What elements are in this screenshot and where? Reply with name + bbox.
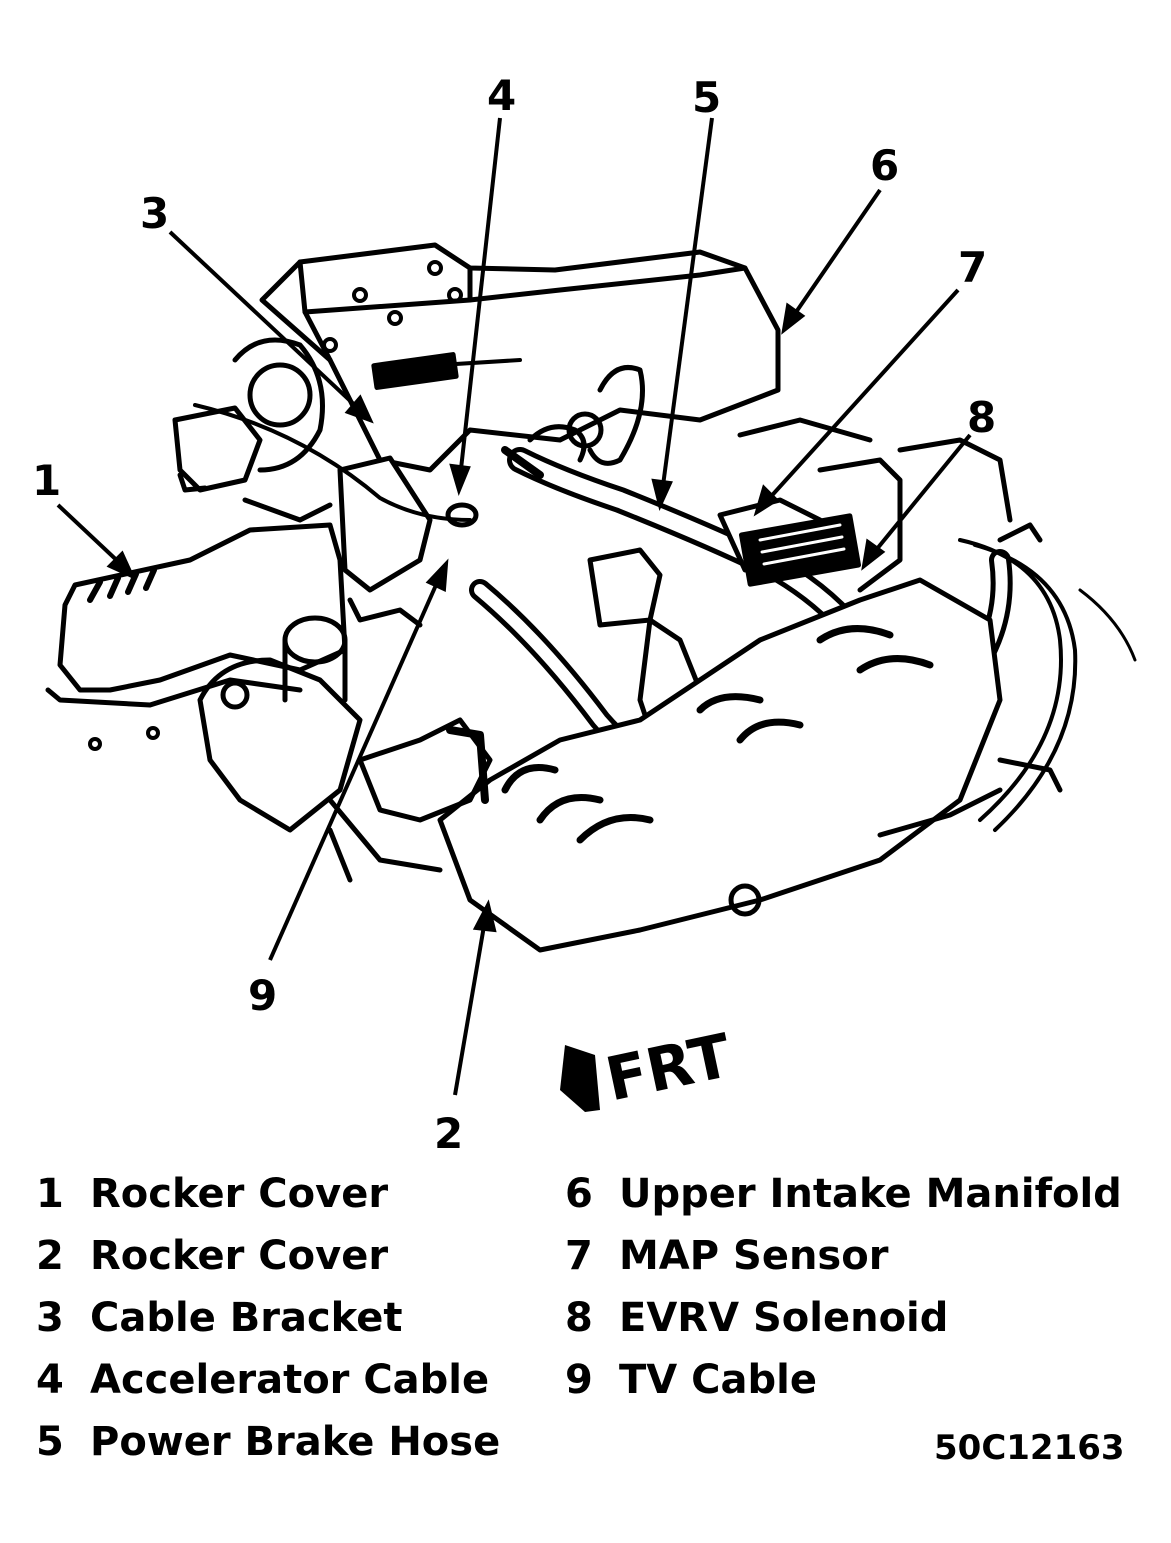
upper-intake-manifold-shape xyxy=(259,242,781,473)
plenum-bolt xyxy=(322,337,338,353)
legend-number: 6 xyxy=(565,1171,593,1217)
legend-label: Upper Intake Manifold xyxy=(619,1171,1122,1217)
plenum-bolt xyxy=(427,260,443,276)
plenum-bolt xyxy=(447,287,463,303)
callout-2: 2 xyxy=(434,1109,463,1158)
legend-item: 3 Cable Bracket xyxy=(36,1287,500,1349)
evrv-solenoid xyxy=(738,513,862,587)
arrowhead xyxy=(344,394,374,424)
legend-label: Accelerator Cable xyxy=(90,1357,490,1403)
legend-number: 3 xyxy=(36,1295,64,1341)
figure-code: 50C12163 xyxy=(934,1428,1125,1468)
legend-item: 2 Rocker Cover xyxy=(36,1225,500,1287)
callout-7: 7 xyxy=(958,243,987,292)
legend-number: 2 xyxy=(36,1233,64,1279)
legend-label: Power Brake Hose xyxy=(90,1419,501,1465)
legend-number: 8 xyxy=(565,1295,593,1341)
legend-number: 9 xyxy=(565,1357,593,1403)
engine-illustration xyxy=(45,242,1137,953)
arrowhead xyxy=(781,302,806,335)
arrowhead xyxy=(106,550,137,581)
front-arrow-icon xyxy=(560,1045,600,1112)
legend-label: Rocker Cover xyxy=(90,1171,389,1217)
cable-bracket xyxy=(337,455,433,593)
callout-numbers: 1 2 3 4 5 6 7 8 9 xyxy=(32,71,996,1158)
callout-1: 1 xyxy=(32,456,61,505)
arrowhead xyxy=(449,463,471,497)
callout-4: 4 xyxy=(487,71,516,120)
callout-9: 9 xyxy=(248,971,277,1020)
callout-3: 3 xyxy=(140,189,169,238)
plenum-bolt xyxy=(352,287,368,303)
accelerator-cable xyxy=(193,403,472,522)
legend-item: 5 Power Brake Hose xyxy=(36,1411,500,1473)
arrowhead xyxy=(472,899,497,933)
legend-number: 1 xyxy=(36,1171,64,1217)
legend-item: 6 Upper Intake Manifold xyxy=(565,1163,1122,1225)
callout-8: 8 xyxy=(967,393,996,442)
plenum-bolt xyxy=(387,310,403,326)
legend-item: 1 Rocker Cover xyxy=(36,1163,500,1225)
legend-number: 7 xyxy=(565,1233,593,1279)
arrowhead xyxy=(425,558,449,593)
legend-item: 9 TV Cable xyxy=(565,1349,1122,1411)
callout-5: 5 xyxy=(692,73,721,122)
legend-label: EVRV Solenoid xyxy=(619,1295,949,1341)
legend-label: Cable Bracket xyxy=(90,1295,403,1341)
leader-lines xyxy=(56,117,972,1096)
legend-number: 5 xyxy=(36,1419,64,1465)
legend-right-column: 6 Upper Intake Manifold 7 MAP Sensor 8 EVRV… xyxy=(565,1163,1122,1411)
legend-number: 4 xyxy=(36,1357,64,1403)
legend-label: MAP Sensor xyxy=(619,1233,889,1279)
front-direction-indicator: FRT xyxy=(560,1021,737,1116)
legend-label: Rocker Cover xyxy=(90,1233,389,1279)
arrowhead xyxy=(861,538,886,571)
callout-6: 6 xyxy=(870,141,899,190)
arrowhead xyxy=(651,478,673,512)
legend-item: 8 EVRV Solenoid xyxy=(565,1287,1122,1349)
legend-item: 4 Accelerator Cable xyxy=(36,1349,500,1411)
legend-label: TV Cable xyxy=(619,1357,817,1403)
arrowhead xyxy=(753,484,780,517)
front-direction-label: FRT xyxy=(600,1021,737,1116)
legend-item: 7 MAP Sensor xyxy=(565,1225,1122,1287)
